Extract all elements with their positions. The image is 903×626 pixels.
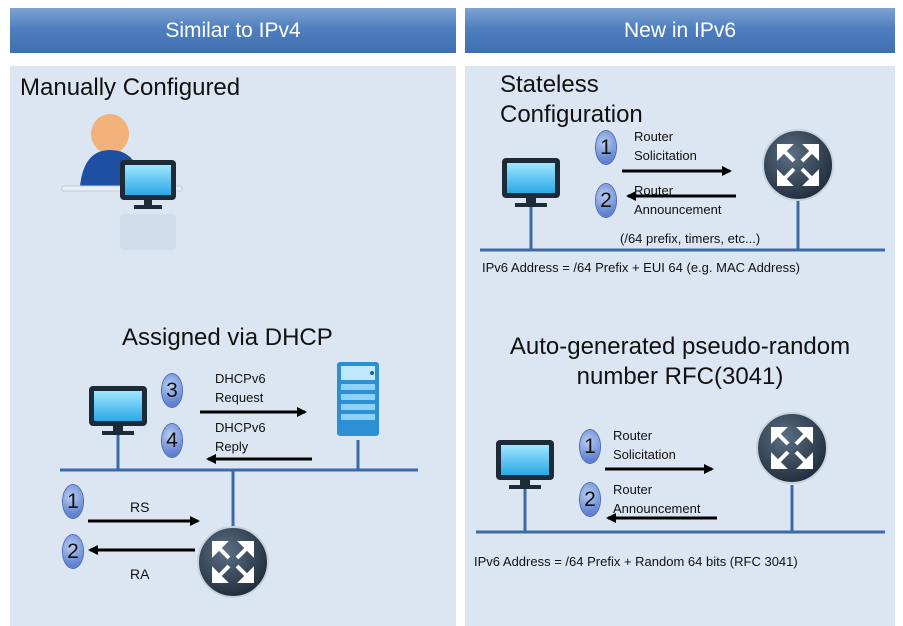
ra-step-badge: 2 bbox=[63, 535, 83, 568]
random-router-icon bbox=[756, 412, 828, 484]
stateless-host-computer-icon bbox=[502, 158, 560, 207]
header-similar-ipv4: Similar to IPv4 bbox=[10, 8, 456, 53]
stateless-network-diagram bbox=[480, 129, 885, 252]
manual-config-title: Manually Configured bbox=[20, 74, 241, 101]
stateless-router-icon bbox=[762, 129, 834, 201]
random-network-diagram bbox=[476, 412, 885, 534]
stateless-formula: IPv6 Address = /64 Prefix + EUI 64 (e.g.… bbox=[482, 260, 800, 275]
dhcp-server-icon bbox=[337, 362, 379, 436]
rs-label: RS bbox=[130, 499, 150, 515]
dhcp-step-3-badge: 3 bbox=[162, 374, 182, 407]
stateless-note: (/64 prefix, timers, etc...) bbox=[620, 231, 761, 246]
ra-label: RA bbox=[130, 566, 150, 582]
header-new-ipv6: New in IPv6 bbox=[465, 8, 895, 53]
random-formula: IPv6 Address = /64 Prefix + Random 64 bi… bbox=[474, 554, 798, 569]
dhcp-network-diagram bbox=[60, 362, 418, 598]
user-at-computer-icon bbox=[61, 114, 183, 250]
random-step-1-badge: 1 bbox=[580, 430, 600, 463]
dhcp-client-computer-icon bbox=[89, 386, 147, 435]
rs-step-badge: 1 bbox=[63, 485, 83, 518]
dhcp-step-4-badge: 4 bbox=[162, 424, 182, 457]
random-host-computer-icon bbox=[496, 440, 554, 489]
left-router-icon bbox=[197, 526, 269, 598]
stateless-step-1-badge: 1 bbox=[596, 131, 616, 164]
random-step-2-badge: 2 bbox=[580, 483, 600, 516]
stateless-step-2-badge: 2 bbox=[596, 184, 616, 217]
dhcp-title: Assigned via DHCP bbox=[122, 324, 333, 351]
